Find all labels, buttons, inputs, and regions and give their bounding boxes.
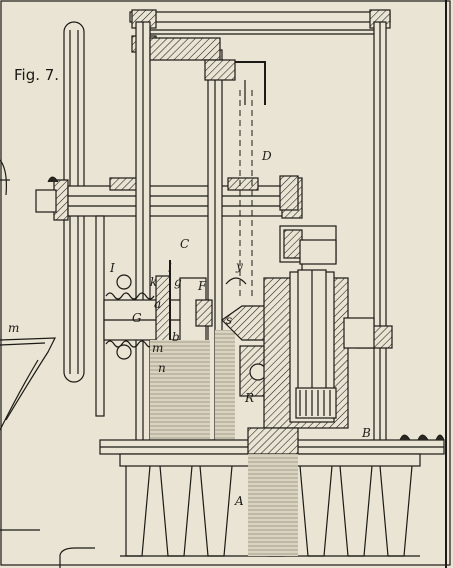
crank-link xyxy=(235,61,266,105)
central-runner xyxy=(248,454,298,556)
reservoir-liquid-2 xyxy=(215,330,235,440)
base-rivet-2 xyxy=(417,434,429,441)
valve-seat xyxy=(195,299,213,327)
label-g: g xyxy=(174,275,182,289)
pump-side-port xyxy=(343,317,375,349)
piston-head xyxy=(295,387,337,419)
label-F: F xyxy=(197,279,207,293)
label-m-left: m xyxy=(8,321,19,335)
top-frame-bar xyxy=(129,11,391,23)
base-rivet-3 xyxy=(435,434,445,441)
label-R: R xyxy=(244,391,254,405)
label-D: D xyxy=(261,149,272,163)
lower-spring xyxy=(105,340,155,348)
upper-spring xyxy=(105,292,155,300)
label-k: k xyxy=(150,275,157,289)
label-G: G xyxy=(132,311,142,325)
drive-shaft xyxy=(67,185,301,217)
left-hopper-inner xyxy=(0,359,39,431)
right-shaft-nut xyxy=(279,175,299,211)
label-a: a xyxy=(154,297,161,311)
label-b: b xyxy=(172,330,180,344)
base-rivet-1 xyxy=(399,434,411,441)
left-guide-rail xyxy=(95,215,105,417)
label-I: I xyxy=(109,261,115,275)
left-fragment-arc xyxy=(0,159,7,196)
reservoir-liquid xyxy=(150,340,210,440)
label-m: m xyxy=(152,341,163,355)
label-B: B xyxy=(361,426,371,440)
label-s: s xyxy=(226,313,232,327)
piston-ribs xyxy=(299,390,331,416)
hub-nut xyxy=(47,176,59,183)
bottom-left-fragment xyxy=(59,547,95,568)
valve-arc-y xyxy=(225,277,247,285)
left-hopper-outline xyxy=(0,337,56,421)
shaft-end xyxy=(35,189,57,213)
label-n: n xyxy=(158,361,166,375)
label-C: C xyxy=(180,237,189,251)
label-A: A xyxy=(234,494,244,508)
gear-hub xyxy=(283,229,303,259)
gear-body xyxy=(299,239,337,265)
upper-crank-block xyxy=(149,37,221,61)
label-l: l xyxy=(168,261,172,275)
label-y: y xyxy=(235,259,243,273)
figure-title: Fig. 7. xyxy=(14,66,59,84)
left-hopper-rim xyxy=(0,342,46,346)
upper-roller-I xyxy=(116,274,132,290)
crank-arm xyxy=(204,59,236,81)
lower-roller xyxy=(116,344,132,360)
shaft-bearing-right xyxy=(227,177,259,191)
